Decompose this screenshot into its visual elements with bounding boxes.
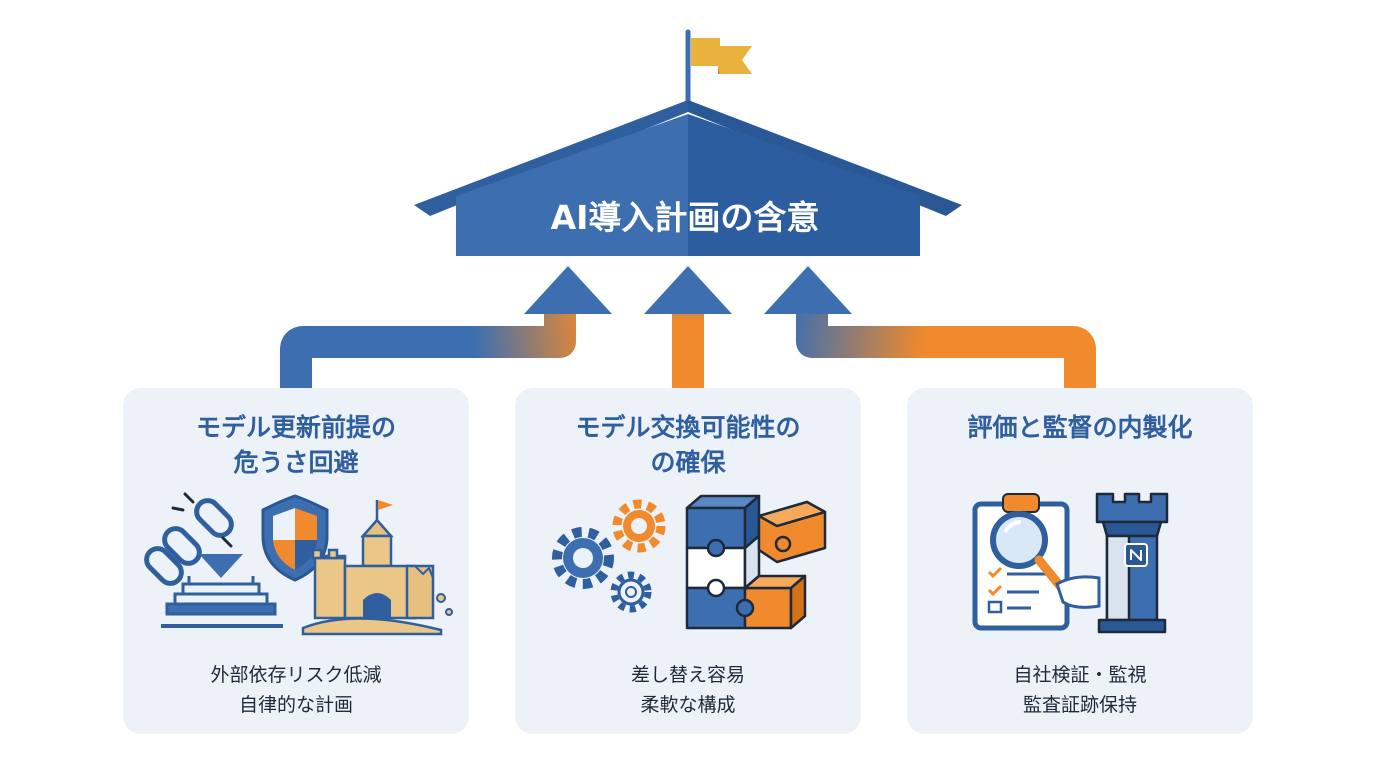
card-model-interchangeability: モデル交換可能性の の確保 <box>515 388 861 734</box>
broken-chain-icon <box>144 492 234 586</box>
card-title: モデル交換可能性の の確保 <box>575 413 801 477</box>
card-illustration <box>144 492 453 636</box>
arrow-right <box>764 266 1096 388</box>
card-title: モデル更新前提の 危うさ回避 <box>195 413 396 477</box>
card-model-update-risk: モデル更新前提の 危うさ回避 <box>123 388 469 734</box>
arrow-left <box>280 266 612 388</box>
flag-icon <box>685 29 752 107</box>
card-description: 自社検証・監視 監査証跡保持 <box>1013 664 1147 716</box>
card-in-house-evaluation: 評価と監督の内製化 <box>907 388 1253 734</box>
page-title: AI導入計画の含意 <box>550 198 820 237</box>
card-illustration <box>972 492 1169 634</box>
card-illustration <box>552 494 827 630</box>
arrow-middle <box>644 266 732 390</box>
sandcastle-icon <box>301 500 453 636</box>
clipboard-magnifier-icon <box>972 493 1101 631</box>
card-description: 外部依存リスク低減 自律的な計画 <box>210 664 382 716</box>
roof <box>414 100 962 256</box>
card-title: 評価と監督の内製化 <box>967 413 1193 442</box>
puzzle-cube-icon <box>685 494 827 630</box>
shield-icon <box>261 494 329 582</box>
gears-icon <box>552 499 666 613</box>
card-description: 差し替え容易 柔軟な構成 <box>630 664 745 716</box>
pedestal-icon <box>161 554 283 628</box>
fortress-tower-icon <box>1095 492 1169 634</box>
